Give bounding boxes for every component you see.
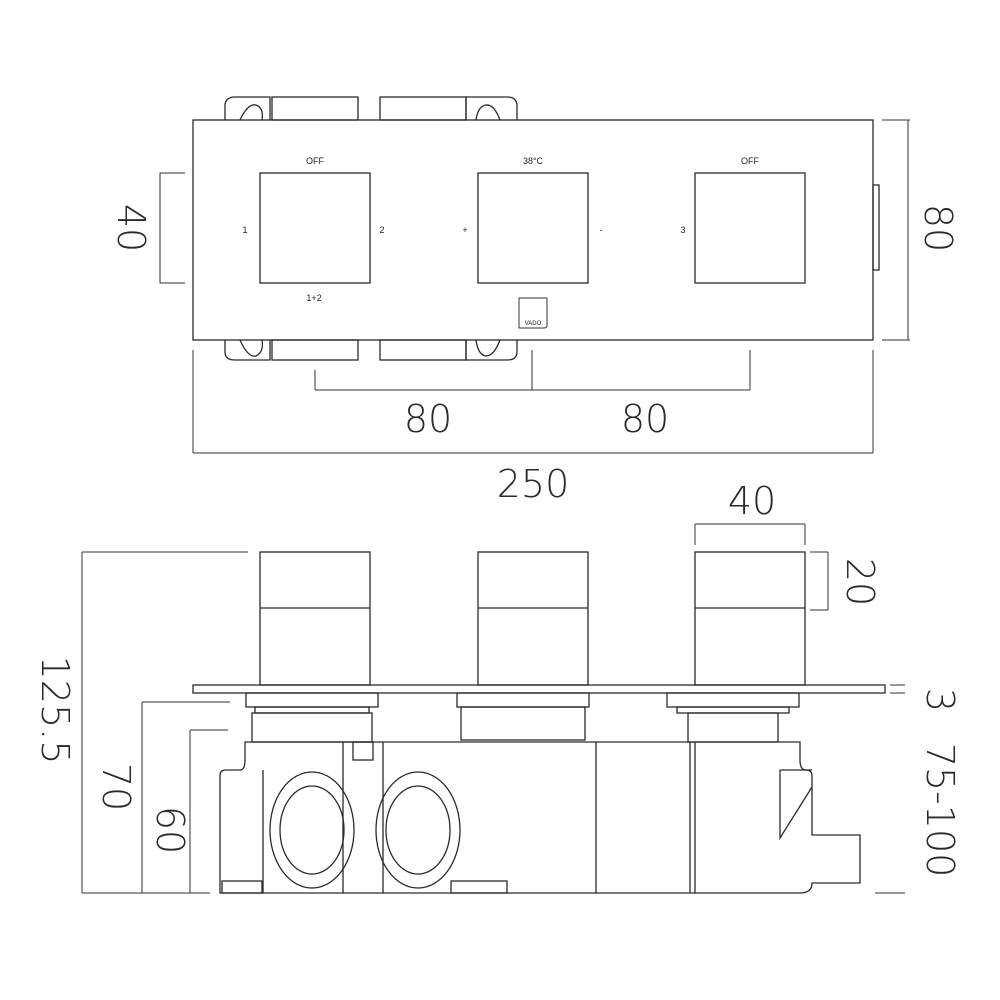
knob-left [259, 172, 371, 284]
dimension-knob-depth: 20 [810, 551, 882, 611]
dimension-box-depth: 60 [148, 729, 228, 893]
knob-center [477, 172, 589, 284]
label-outlet-1: 1 [242, 225, 247, 235]
label-plus: + [462, 225, 467, 235]
label-temperature: 38°C [523, 156, 544, 166]
dimension-plate-thickness: 3 [890, 684, 962, 712]
svg-text:250: 250 [497, 462, 570, 506]
dimension-overall-depth: 125.5 [33, 551, 248, 894]
label-right-off: OFF [741, 156, 759, 166]
side-knobs [259, 551, 806, 686]
spindle-collars [245, 692, 800, 743]
faceplate [192, 119, 874, 341]
svg-text:80: 80 [916, 204, 960, 252]
mounting-tabs-bottom [224, 339, 518, 361]
plate-edge-tab [872, 184, 880, 271]
label-outlet-2: 2 [379, 225, 384, 235]
svg-text:80: 80 [621, 397, 669, 441]
svg-text:40: 40 [109, 204, 153, 252]
side-view: 40 20 125.5 70 60 3 75-100 [33, 479, 962, 894]
dimension-knob-spacing: 80 80 [314, 350, 751, 441]
dimension-overall-width: 250 [192, 350, 874, 506]
dimension-knob-width: 40 [694, 479, 806, 545]
label-minus: - [600, 225, 603, 235]
inlet-port-left [269, 771, 355, 889]
side-faceplate [192, 684, 886, 694]
svg-text:VADO: VADO [525, 321, 542, 327]
svg-text:75-100: 75-100 [918, 743, 962, 878]
knob-right [694, 172, 806, 284]
svg-text:80: 80 [404, 397, 452, 441]
dimension-body-depth: 70 [94, 701, 230, 893]
valve-body [219, 741, 861, 894]
label-outlet-1-2: 1+2 [306, 293, 321, 303]
label-left-off: OFF [306, 156, 324, 166]
svg-text:60: 60 [148, 806, 192, 854]
front-view: OFF 38°C OFF 1 2 1+2 + - 3 VADO 40 80 80… [109, 96, 960, 506]
dimension-plate-height: 80 [882, 119, 960, 341]
svg-text:125.5: 125.5 [33, 656, 77, 765]
svg-text:40: 40 [728, 479, 776, 523]
dimension-knob-height: 40 [109, 172, 185, 284]
inlet-port-right [375, 771, 461, 889]
dimension-wall-range: 75-100 [875, 743, 962, 894]
svg-text:70: 70 [94, 763, 138, 811]
vado-logo: VADO [518, 297, 548, 329]
svg-text:3: 3 [918, 688, 962, 712]
svg-text:20: 20 [838, 558, 882, 606]
label-outlet-3: 3 [680, 225, 685, 235]
mounting-tabs-top [224, 96, 518, 121]
